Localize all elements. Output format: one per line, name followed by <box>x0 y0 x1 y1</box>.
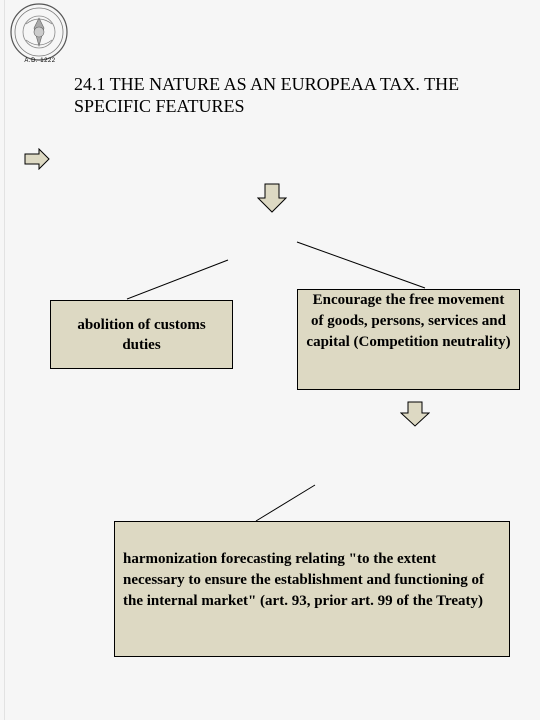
box-free-movement-text: Encourage the free movement of goods, pe… <box>306 292 511 350</box>
box-abolition-customs: abolition of customs duties <box>50 300 233 369</box>
box-harmonization: harmonization forecasting relating "to t… <box>114 521 510 657</box>
left-border-line <box>4 0 5 720</box>
slide-title-line-2: SPECIFIC FEATURES <box>74 96 245 116</box>
slide-title: 24.1 THE NATURE AS AN EUROPEAA TAX. THE … <box>74 73 534 117</box>
slide-title-line-1: 24.1 THE NATURE AS AN EUROPEAA TAX. THE <box>74 74 460 94</box>
arrow-down-icon-middle <box>400 401 430 427</box>
connector-line-right <box>296 241 426 289</box>
connector-line-left <box>126 259 229 300</box>
arrow-right-icon <box>24 148 50 170</box>
arrow-down-icon-top <box>257 183 287 213</box>
box-free-movement: Encourage the free movement of goods, pe… <box>297 289 520 390</box>
box-harmonization-text: harmonization forecasting relating "to t… <box>123 551 484 609</box>
logo-caption: A.D. 1222 <box>24 58 56 64</box>
box-abolition-customs-text: abolition of customs duties <box>77 316 206 353</box>
university-seal-icon <box>10 3 68 61</box>
connector-line-bottom <box>255 484 316 522</box>
